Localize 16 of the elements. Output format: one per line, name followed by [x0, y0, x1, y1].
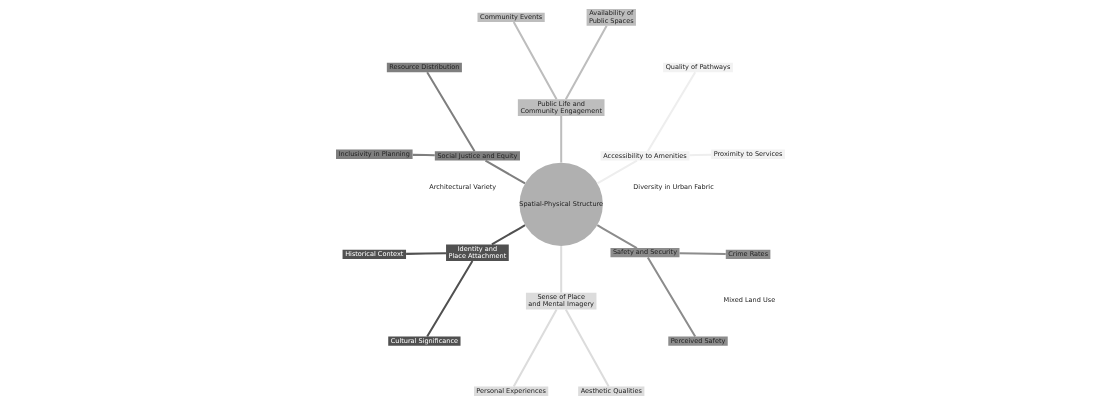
- connector: [596, 224, 637, 249]
- connector: [559, 115, 562, 163]
- connector: [596, 159, 637, 185]
- connector: [564, 308, 610, 388]
- connector: [559, 246, 562, 293]
- connector: [512, 308, 557, 388]
- connector: [646, 256, 696, 337]
- connector: [490, 224, 526, 246]
- connector: [425, 260, 473, 337]
- connector: [405, 252, 446, 255]
- connector: [425, 71, 475, 152]
- connector: [484, 159, 526, 185]
- connector: [564, 25, 607, 100]
- connector: [512, 21, 557, 100]
- connector: [679, 252, 726, 256]
- connector: [412, 153, 435, 157]
